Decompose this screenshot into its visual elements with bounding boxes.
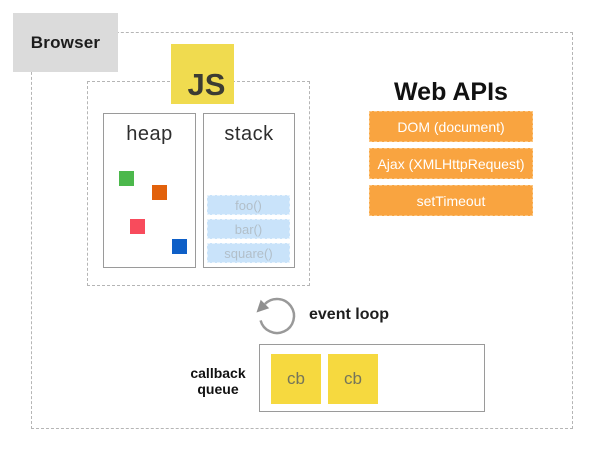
heap-object-red [130,219,145,234]
event-loop-icon [256,297,296,335]
heap-object-green [119,171,134,186]
js-logo-text: JS [187,67,226,102]
api-box-settimeout: setTimeout [369,185,533,216]
stack-frame-foo: foo() [207,195,290,215]
callback-item-label: cb [287,369,305,388]
web-apis-title: Web APIs [394,78,508,106]
browser-label: Browser [30,32,101,52]
stack-frame-label: foo() [235,197,262,213]
api-box-label: DOM (document) [397,118,505,135]
stack-frame-square: square() [207,243,290,263]
callback-item: cb [328,354,378,404]
callback-item-label: cb [344,369,362,388]
api-box-label: Ajax (XMLHttpRequest) [377,155,525,172]
browser-label-box: Browser [13,13,118,72]
stack-frame-label: bar() [234,221,263,237]
browser-boundary [31,32,573,429]
stack-box: stack foo() bar() square() [203,113,295,268]
callback-queue-box: cb cb [259,344,485,412]
api-box-dom: DOM (document) [369,111,533,142]
callback-item: cb [271,354,321,404]
api-box-ajax: Ajax (XMLHttpRequest) [369,148,533,179]
heap-title: heap [126,123,173,145]
stack-title: stack [224,123,274,145]
heap-box: heap [103,113,196,268]
stack-frame-bar: bar() [207,219,290,239]
callback-queue-label: callback queue [190,365,246,397]
heap-object-blue [172,239,187,254]
js-logo: JS [171,44,234,104]
api-box-label: setTimeout [416,192,486,209]
event-loop-label: event loop [309,306,390,323]
stack-frame-label: square() [224,245,273,261]
heap-object-orange [152,185,167,200]
